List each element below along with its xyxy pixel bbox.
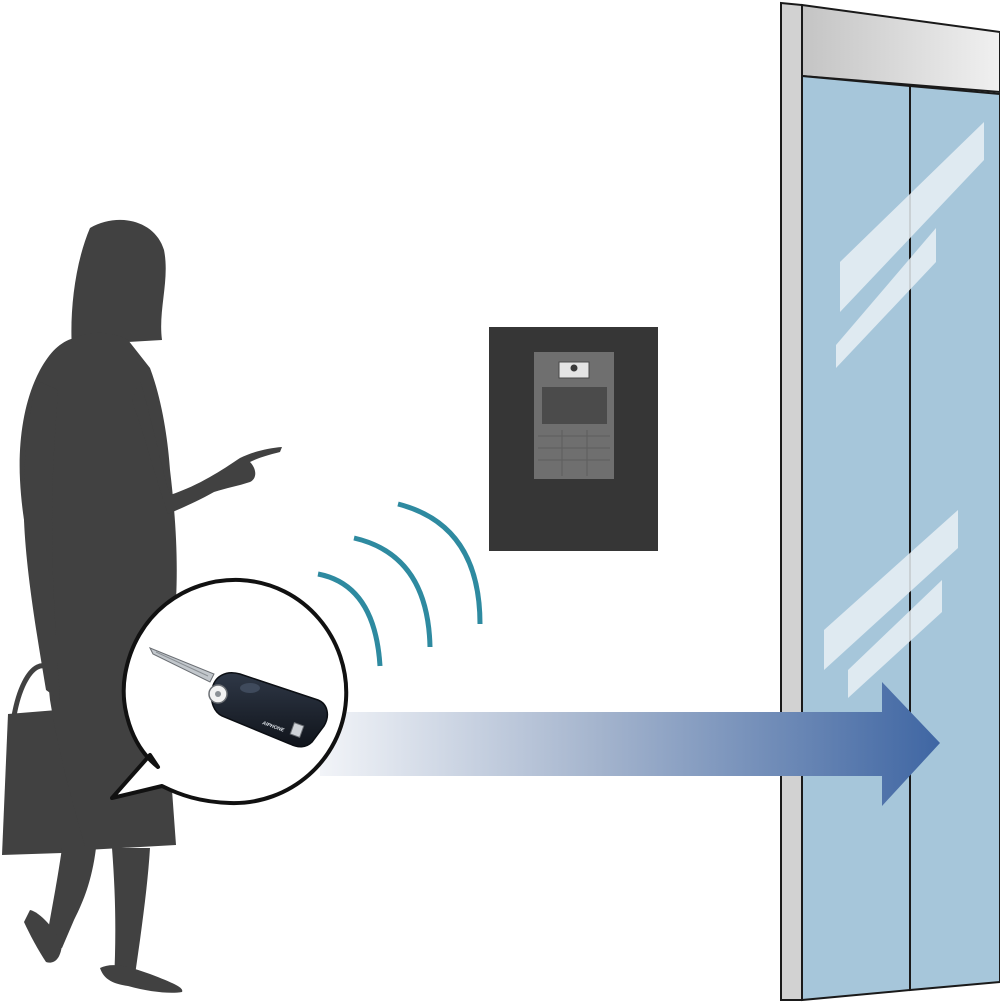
intercom-camera-lens — [570, 364, 578, 372]
person-left-arm — [23, 380, 60, 700]
direction-arrow-icon — [320, 682, 940, 806]
door-header — [801, 3, 1000, 94]
key-speech-bubble: AIPHONE — [110, 577, 349, 806]
fob-button — [240, 683, 260, 693]
person-left-shoe — [24, 910, 62, 963]
door-frame-side — [780, 1, 803, 1001]
wireless-signal-icon — [317, 501, 483, 667]
intercom-panel-icon — [489, 327, 658, 551]
intercom-keypad — [538, 430, 610, 476]
glass-door-icon — [780, 1, 1000, 1002]
person-right-leg — [112, 848, 150, 982]
signal-wave-inner — [317, 571, 383, 667]
key-fob-icon: AIPHONE — [148, 647, 329, 748]
person-right-shoe — [100, 965, 183, 993]
signal-wave-middle — [353, 535, 433, 648]
signal-wave-outer — [397, 501, 483, 625]
person-left-leg — [46, 848, 96, 948]
glass-reflection — [824, 122, 984, 698]
fob-clip — [289, 722, 305, 738]
intercom-display — [542, 387, 607, 424]
person-pointing-arm — [132, 380, 282, 514]
person-hair — [71, 219, 166, 368]
